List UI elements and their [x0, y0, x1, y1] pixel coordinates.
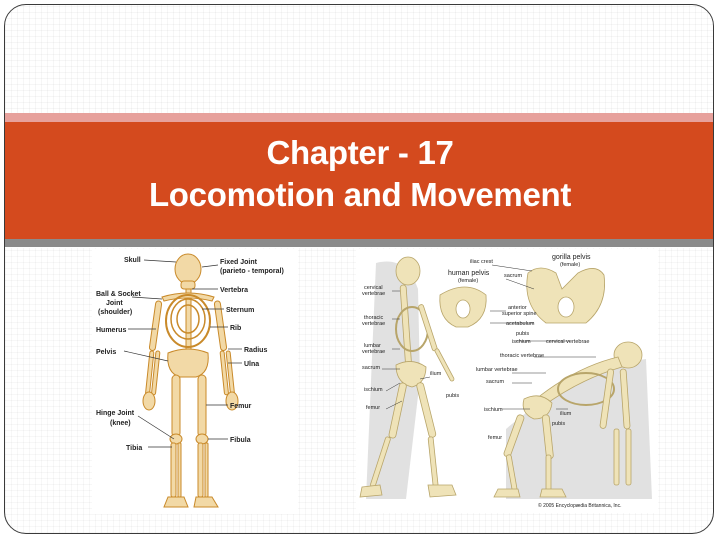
label-radius: Radius — [244, 347, 267, 354]
label-ischium-top: ischium — [512, 339, 531, 345]
human-skeleton-image: Skull Fixed Joint (parieto - temporal) V… — [92, 249, 298, 514]
label-thoracic-vertebrae-gorilla: thoracic vertebrae — [500, 353, 544, 359]
label-sacrum-left: sacrum — [362, 365, 380, 371]
label-sacrum-right: sacrum — [486, 379, 504, 385]
label-pubis-right: pubis — [552, 421, 565, 427]
label-fibula: Fibula — [230, 437, 251, 444]
label-humerus: Humerus — [96, 327, 126, 334]
human-gorilla-comparison-image: iliac crest gorilla pelvis (female) huma… — [356, 249, 658, 513]
gorilla-pelvis — [526, 267, 605, 324]
label-cervical-vertebrae: vertebrae — [362, 291, 385, 297]
label-fixed-joint-sub: (parieto - temporal) — [220, 268, 284, 275]
label-human-pelvis: human pelvis — [448, 270, 490, 277]
label-pubis-left: pubis — [446, 393, 459, 399]
label-ulna: Ulna — [244, 361, 259, 368]
label-gorilla-pelvis: gorilla pelvis — [552, 254, 591, 261]
label-thoracic-vertebrae: vertebrae — [362, 321, 385, 327]
label-femur-right: femur — [488, 435, 502, 441]
gorilla-skull — [613, 341, 643, 369]
label-fixed-joint: Fixed Joint — [220, 259, 258, 266]
title-band-bottom-stripe — [5, 239, 713, 247]
label-ilium-left: ilium — [430, 371, 442, 377]
label-femur-left: femur — [366, 405, 380, 411]
background-texture — [5, 5, 713, 115]
label-iliac-crest: iliac crest — [470, 259, 493, 265]
femur-bone — [171, 374, 181, 438]
label-sacrum-top: sacrum — [504, 273, 522, 279]
label-thoracic: thoracic — [364, 315, 384, 321]
label-lumbar-vertebrae: vertebrae — [362, 349, 385, 355]
label-hinge-knee: (knee) — [110, 420, 131, 427]
slide-title: Chapter - 17 Locomotion and Movement — [0, 132, 720, 216]
copyright-notice: © 2005 Encyclopædia Britannica, Inc. — [538, 502, 621, 509]
humerus-bone — [148, 300, 163, 352]
label-ischium-right: ischium — [484, 407, 503, 413]
label-cervical: cervical — [364, 285, 383, 291]
label-ischium-left: ischium — [364, 387, 383, 393]
label-gorilla-female: (female) — [560, 262, 580, 268]
title-line-1: Chapter - 17 — [266, 134, 454, 171]
label-human-female: (female) — [458, 278, 478, 284]
label-ball-socket: Ball & Socket — [96, 291, 141, 298]
label-skull: Skull — [124, 257, 141, 264]
label-vertebra: Vertebra — [220, 287, 248, 294]
label-pelvis: Pelvis — [96, 349, 116, 356]
label-ball-socket-shoulder: (shoulder) — [98, 309, 132, 316]
title-band-top-stripe — [5, 113, 713, 122]
title-band — [5, 122, 713, 239]
label-cervical-vertebrae-gorilla: cervical vertebrae — [546, 339, 589, 345]
pelvis-bone — [167, 348, 209, 378]
label-anterior: anterior — [508, 305, 527, 311]
label-anterior-spine: superior spine — [502, 311, 537, 317]
label-hinge-joint: Hinge Joint — [96, 410, 135, 417]
label-rib: Rib — [230, 325, 241, 332]
label-ilium-right: ilium — [560, 411, 572, 417]
label-pubis-top: pubis — [516, 331, 529, 337]
label-sternum: Sternum — [226, 307, 254, 314]
title-line-2: Locomotion and Movement — [148, 176, 572, 213]
human-skull — [395, 256, 421, 286]
label-lumbar-vertebrae-gorilla: lumbar vertebrae — [476, 367, 518, 373]
label-tibia: Tibia — [126, 445, 142, 452]
label-lumbar: lumbar — [364, 343, 381, 349]
ribcage — [165, 294, 211, 348]
label-acetabulum: acetabulum — [506, 321, 535, 327]
skull-bone — [174, 253, 202, 285]
label-femur: Femur — [230, 403, 252, 410]
label-ball-socket-joint: Joint — [106, 300, 123, 307]
